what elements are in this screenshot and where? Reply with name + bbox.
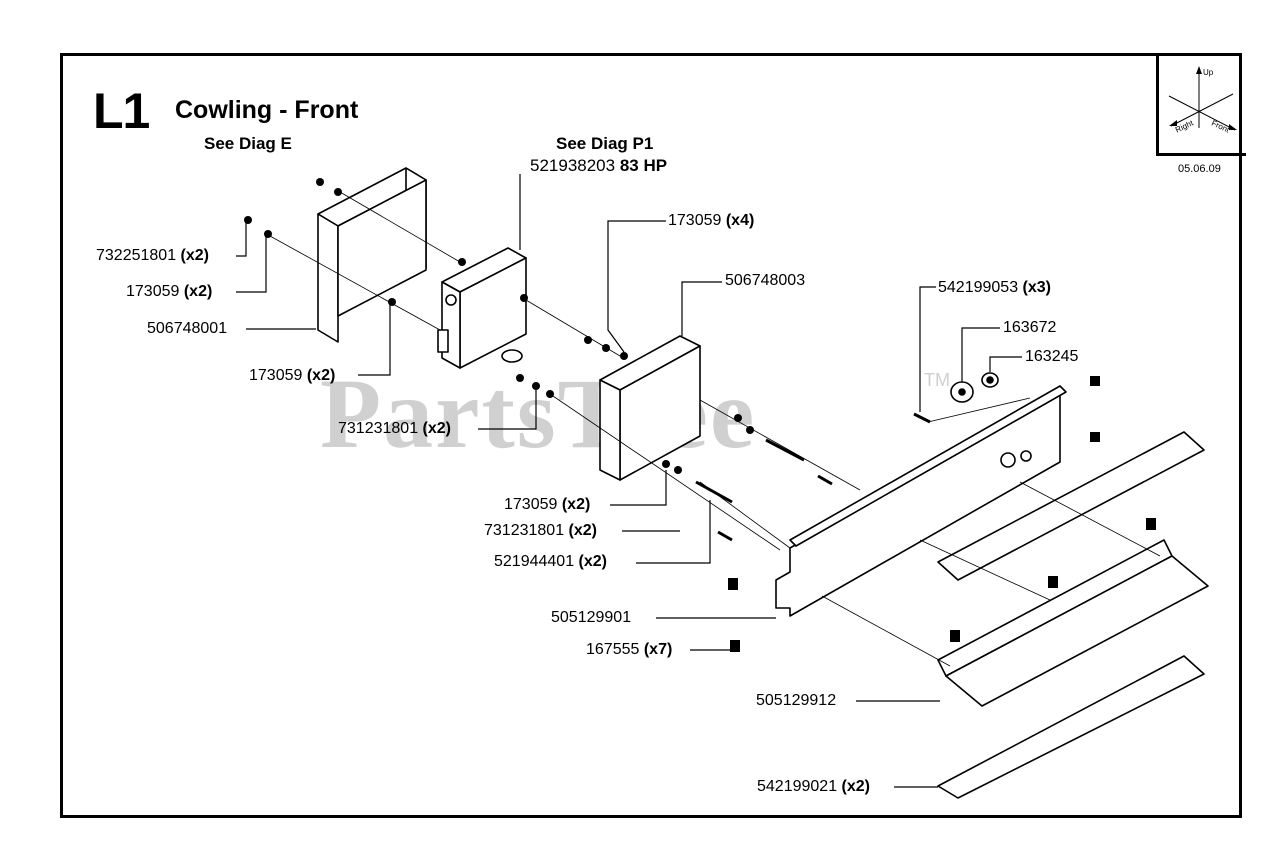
engine-part-number: 521938203 <box>530 156 616 175</box>
part-number: 505129912 <box>756 692 837 709</box>
callout-732251801[interactable]: 732251801 (x2) <box>96 247 209 265</box>
part-number: 731231801 <box>338 420 419 437</box>
callout-505129901[interactable]: 505129901 <box>551 609 631 627</box>
orientation-up: Up <box>1203 68 1214 77</box>
part-qty: (x2) <box>183 283 213 300</box>
callout-506748001[interactable]: 506748001 <box>147 320 227 338</box>
part-number: 167555 <box>586 641 640 658</box>
part-number: 173059 <box>249 367 303 384</box>
part-number: 163245 <box>1025 348 1079 365</box>
engine-ref: 521938203 83 HP <box>530 156 667 176</box>
washer-163245 <box>981 372 999 388</box>
engine-module-part <box>437 247 527 369</box>
orientation-axes-icon <box>1168 66 1237 131</box>
leader-lines <box>236 174 1022 788</box>
engine-hp: 83 HP <box>619 156 668 175</box>
callout-731231801-b[interactable]: 731231801 (x2) <box>484 522 597 540</box>
part-qty: (x2) <box>578 553 607 570</box>
callout-506748003[interactable]: 506748003 <box>725 272 805 290</box>
part-qty: (x2) <box>422 420 451 437</box>
part-number: 521944401 <box>494 553 575 570</box>
part-qty: (x2) <box>568 522 597 539</box>
callout-173059-d[interactable]: 173059 (x2) <box>504 496 590 514</box>
assembly-lines <box>269 191 1161 667</box>
part-number: 163672 <box>1003 319 1057 336</box>
part-qty: (x2) <box>180 247 209 264</box>
foam-strip-lower-part <box>937 655 1205 799</box>
diagram-date: 05.06.09 <box>1178 163 1221 175</box>
part-qty: (x4) <box>725 212 755 229</box>
callout-173059-c[interactable]: 173059 (x4) <box>668 212 754 230</box>
orientation-box: Up Right Front <box>1156 56 1246 156</box>
callout-542199021[interactable]: 542199021 (x2) <box>757 778 870 796</box>
part-qty: (x3) <box>1022 279 1051 296</box>
callout-167555[interactable]: 167555 (x7) <box>586 641 672 659</box>
part-qty: (x2) <box>561 496 591 513</box>
cover-plate-part <box>599 335 701 481</box>
fasteners <box>244 178 1156 652</box>
washer-163672 <box>950 381 974 403</box>
part-qty: (x2) <box>841 778 870 795</box>
callout-521944401[interactable]: 521944401 (x2) <box>494 553 607 571</box>
callout-731231801-a[interactable]: 731231801 (x2) <box>338 420 451 438</box>
part-number: 173059 <box>668 212 722 229</box>
sheet-title: Cowling - Front <box>175 96 359 124</box>
part-qty: (x2) <box>306 367 336 384</box>
callout-173059-b[interactable]: 173059 (x2) <box>249 367 335 385</box>
mounting-bracket-part <box>775 385 1067 617</box>
callout-505129912[interactable]: 505129912 <box>756 692 836 710</box>
watermark-tm: TM <box>924 370 950 390</box>
channel-part <box>937 539 1209 707</box>
diagram-frame <box>60 53 1242 818</box>
callout-542199053[interactable]: 542199053 (x3) <box>938 279 1051 297</box>
part-number: 542199053 <box>938 279 1019 296</box>
part-number: 506748003 <box>725 272 806 289</box>
ref-diag-e: See Diag E <box>204 134 292 153</box>
part-number: 732251801 <box>96 247 177 264</box>
part-number: 731231801 <box>484 522 565 539</box>
part-qty: (x7) <box>643 641 673 658</box>
part-number: 505129901 <box>551 609 632 626</box>
ref-diag-p1: See Diag P1 <box>556 134 654 153</box>
callout-173059-a[interactable]: 173059 (x2) <box>126 283 212 301</box>
part-number: 542199021 <box>757 778 838 795</box>
foam-strip-upper-part <box>937 431 1205 581</box>
part-number: 506748001 <box>147 320 228 337</box>
cowling-cover-part <box>317 167 427 343</box>
callout-163245[interactable]: 163245 <box>1025 348 1078 366</box>
sheet-id: L1 <box>93 83 150 139</box>
part-number: 173059 <box>504 496 558 513</box>
callout-163672[interactable]: 163672 <box>1003 319 1056 337</box>
part-number: 173059 <box>126 283 180 300</box>
